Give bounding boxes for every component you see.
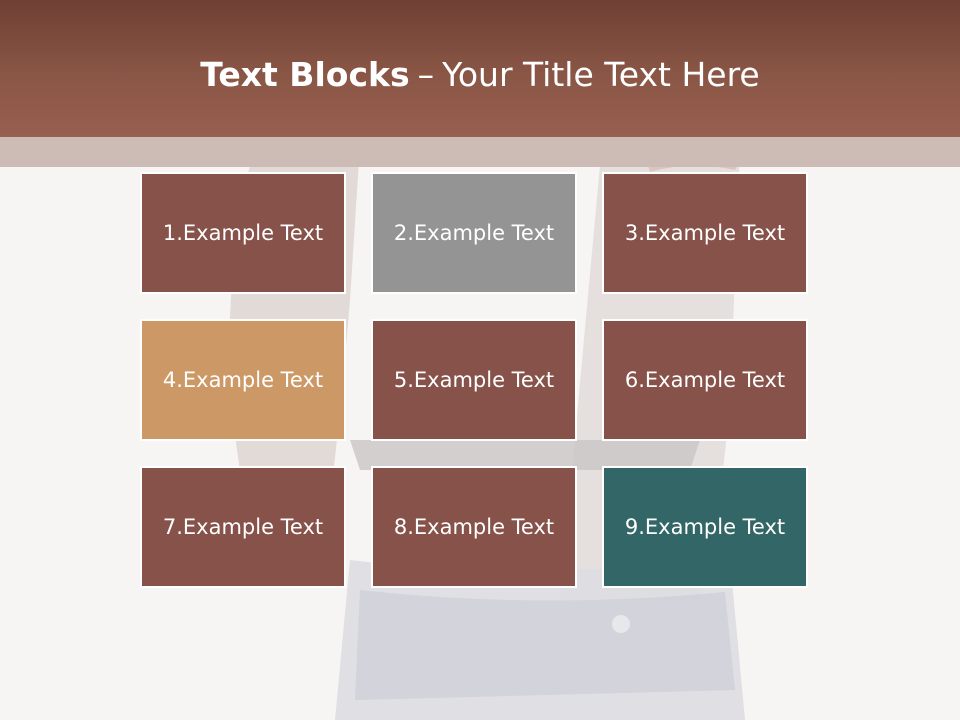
slide-title: Text Blocks–Your Title Text Here (0, 52, 960, 98)
text-block-9[interactable]: 9.Example Text (602, 466, 808, 588)
text-block-7[interactable]: 7.Example Text (140, 466, 346, 588)
slide-title-rest: Your Title Text Here (442, 55, 760, 94)
text-block-4[interactable]: 4.Example Text (140, 319, 346, 441)
text-block-1[interactable]: 1.Example Text (140, 172, 346, 294)
text-block-5[interactable]: 5.Example Text (371, 319, 577, 441)
text-block-3[interactable]: 3.Example Text (602, 172, 808, 294)
text-block-2[interactable]: 2.Example Text (371, 172, 577, 294)
title-bar-stripe (0, 137, 960, 167)
text-block-6[interactable]: 6.Example Text (602, 319, 808, 441)
slide-title-separator: – (417, 55, 435, 94)
text-block-8[interactable]: 8.Example Text (371, 466, 577, 588)
title-bar (0, 0, 960, 137)
slide-title-bold: Text Blocks (200, 55, 410, 94)
